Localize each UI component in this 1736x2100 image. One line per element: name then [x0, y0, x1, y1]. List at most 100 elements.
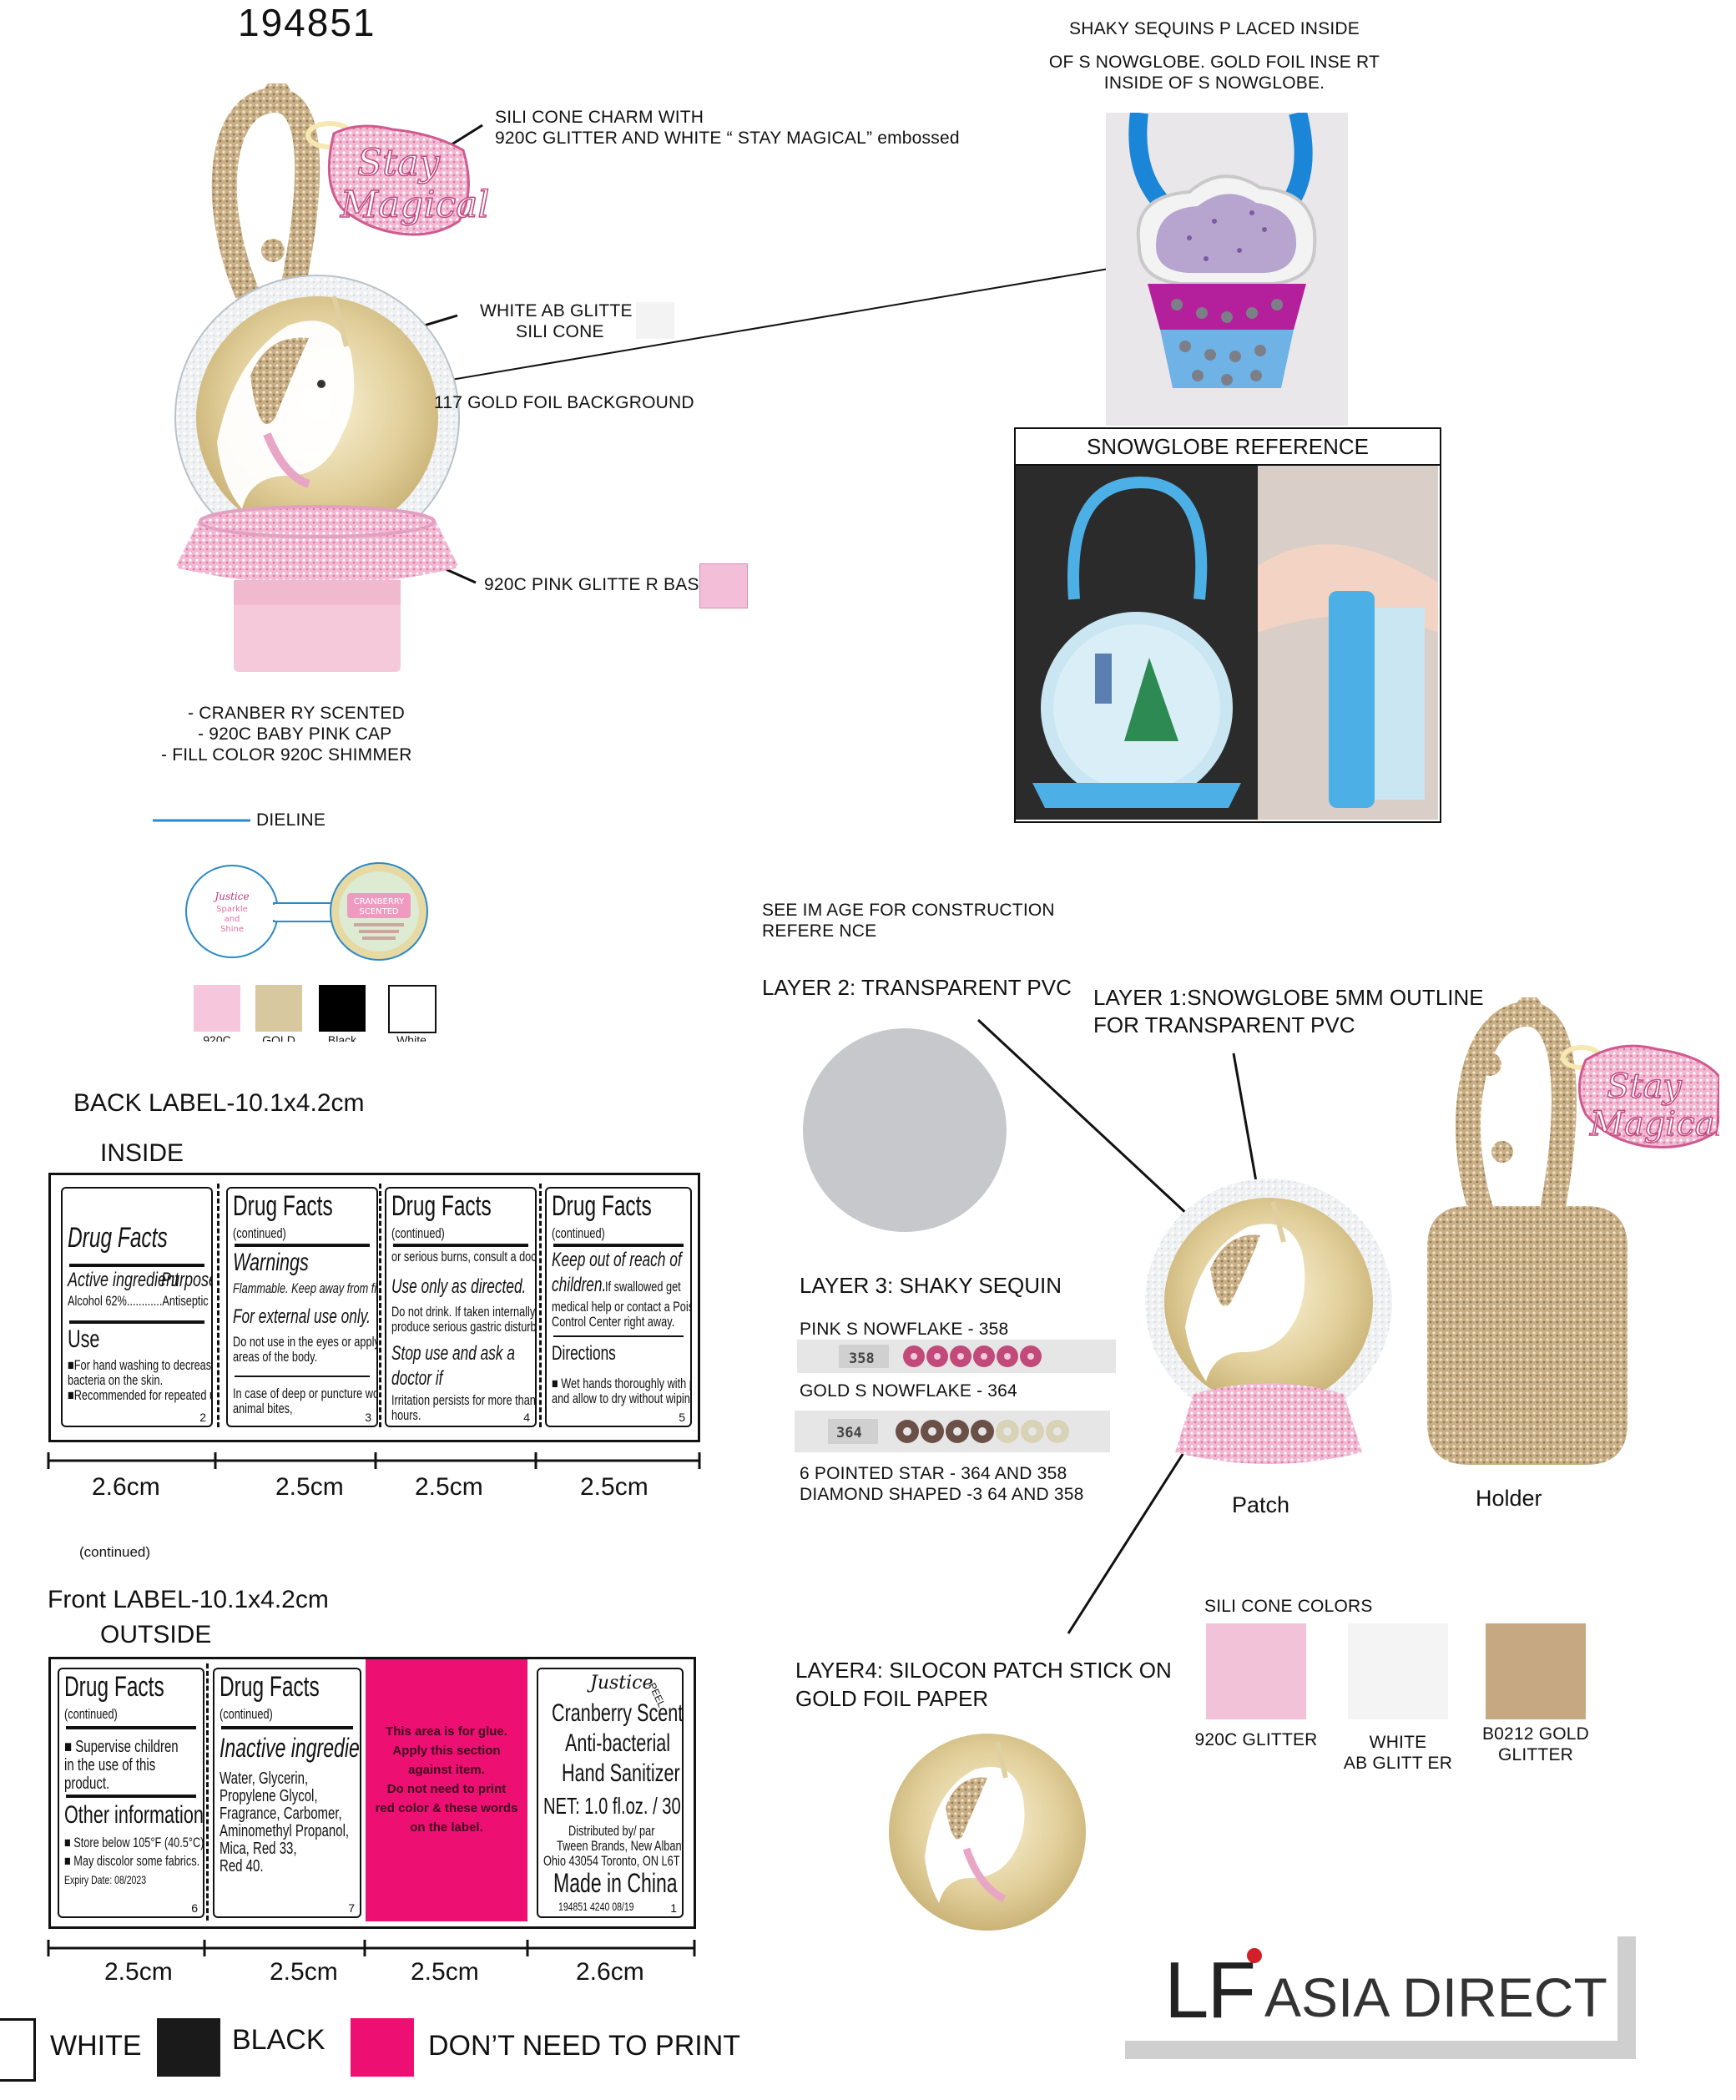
p2-title: Drug Facts	[68, 1222, 168, 1254]
back-dim-3: 2.5cm	[415, 1473, 483, 1501]
p6-sub: (continued)	[64, 1706, 118, 1722]
layer4-label-line1: LAYER4: SILOCON PATCH STICK ON	[795, 1658, 1172, 1683]
p3-warnings: Warnings	[233, 1249, 309, 1276]
gold-strip-number: 364	[836, 1425, 862, 1441]
sequins-note-line2: OF S NOWGLOBE. GOLD FOIL INSE RT	[1048, 53, 1380, 72]
p1-code: 194851 4240 08/19	[558, 1900, 634, 1913]
silicone-label-920c: 920C GLITTER	[1194, 1730, 1318, 1749]
p6-other: Other information	[64, 1801, 204, 1829]
holder-label: Holder	[1476, 1486, 1542, 1511]
spec-fill: - FILL COLOR 920C SHIMMER	[161, 745, 412, 765]
p7-title: Drug Facts	[220, 1671, 320, 1703]
silicone-colors-title: SILI CONE COLORS	[1204, 1597, 1373, 1616]
spec-cap: - 920C BABY PINK CAP	[198, 724, 392, 744]
p6-store-2: ■ May discolor some fabrics.	[64, 1853, 200, 1869]
pink-snowflake-label: PINK S NOWFLAKE - 358	[800, 1320, 1009, 1339]
p4-sub: (continued)	[391, 1225, 445, 1241]
glue-text-6: on the label.	[410, 1820, 483, 1835]
construction-note-line2: REFERE NCE	[762, 921, 877, 941]
logo-sidebar	[1617, 1936, 1636, 2059]
back-dim-1: 2.6cm	[92, 1473, 160, 1501]
mini-left-line2: Sparkle	[216, 905, 248, 914]
p4-title: Drug Facts	[391, 1190, 492, 1222]
dieline-label: DIELINE	[256, 810, 326, 830]
back-label-title: BACK LABEL-10.1x4.2cm	[73, 1089, 365, 1117]
swatch-label-black: Black	[327, 1033, 357, 1042]
p7-list-5: Mica, Red 33,	[220, 1840, 297, 1858]
swatch-white	[388, 985, 437, 1033]
legend-pink-label: DON’T NEED TO PRINT	[428, 2030, 741, 2062]
p1-line-2: Anti-bacterial	[565, 1729, 671, 1757]
p1-line-3: Hand Sanitizer	[562, 1759, 680, 1787]
layer1-label-line1: LAYER 1:SNOWGLOBE 5MM OUTLINE	[1093, 985, 1484, 1010]
star-shape-label: 6 POINTED STAR - 364 AND 358	[800, 1464, 1067, 1483]
swatch-label-white: White	[396, 1033, 426, 1042]
mini-left-brand: Justice	[212, 891, 249, 902]
glue-area: This area is for glue. Apply this sectio…	[366, 1659, 527, 1921]
legend-white-label: WHITE	[50, 2030, 142, 2062]
gold-foil-callout: 117 GOLD FOIL BACKGROUND	[434, 393, 694, 412]
legend-pink-swatch	[351, 2018, 414, 2077]
back-panel-3: Drug Facts (continued) Warnings Flammabl…	[226, 1187, 378, 1427]
snowglobe-reference-box: SNOWGLOBE REFERENCE	[1014, 427, 1441, 823]
p4-stop-1: Stop use and ask a	[391, 1342, 515, 1365]
p3-eyes-2: areas of the body.	[233, 1349, 318, 1365]
front-panel-6: Drug Facts (continued) ■ Supervise child…	[58, 1668, 204, 1918]
p5-title: Drug Facts	[552, 1190, 652, 1222]
p4-only: Use only as directed.	[391, 1275, 527, 1298]
p1-line-1: Cranberry Scented	[552, 1699, 684, 1727]
p1-dist-2: Tween Brands, New Albany	[557, 1838, 684, 1854]
legend-black-swatch	[157, 2018, 220, 2077]
patch-label: Patch	[1232, 1492, 1290, 1517]
layer4-label-line2: GOLD FOIL PAPER	[795, 1686, 989, 1711]
front-label: Drug Facts (continued) ■ Supervise child…	[48, 1657, 696, 1929]
p1-net: NET: 1.0 fl.oz. / 30 ml	[543, 1793, 682, 1819]
front-dim-4: 2.6cm	[576, 1958, 644, 1986]
p2-use-2: bacteria on the skin.	[68, 1372, 164, 1388]
p7-list-3: Fragrance, Carbomer,	[220, 1805, 342, 1823]
glue-text-2: Apply this section	[392, 1744, 501, 1758]
p3-number: 3	[365, 1411, 371, 1424]
p7-inactive: Inactive ingredients	[220, 1733, 360, 1763]
p5-help-1: medical help or contact a Poison	[552, 1299, 692, 1315]
front-dim-3: 2.5cm	[411, 1958, 479, 1986]
holder-charm-stay: Stay	[1607, 1068, 1683, 1106]
p7-list-1: Water, Glycerin,	[220, 1769, 309, 1788]
p6-sup-2: in the use of this	[64, 1756, 156, 1774]
p4-irr-2: hours.	[391, 1407, 421, 1423]
dieline-mini-label: Justice Sparkle and Shine CRANBERRY SCEN…	[185, 862, 428, 961]
front-dim-1: 2.5cm	[104, 1958, 173, 1986]
p6-store-1: ■ Store below 105°F (40.5°C).	[64, 1835, 204, 1850]
pvc-circle	[803, 1028, 1007, 1232]
swatch-label-920c: 920C	[203, 1033, 231, 1042]
p1-number: 1	[670, 1901, 677, 1915]
silicone-swatch-920c	[1206, 1623, 1306, 1719]
p6-sup-3: product.	[64, 1774, 110, 1793]
p2-use: Use	[68, 1325, 100, 1353]
p5-keep-tail: If swallowed get	[605, 1279, 681, 1295]
white-ab-callout-line2: SILI CONE	[516, 322, 604, 341]
product-illustration: Stay Magical	[174, 83, 490, 672]
p6-number: 6	[191, 1901, 198, 1915]
swatch-label-gold: GOLD	[262, 1033, 295, 1042]
swatch-black	[319, 985, 366, 1032]
back-dim-2: 2.5cm	[275, 1473, 344, 1501]
charm-text-magical: Magical	[340, 184, 489, 226]
p1-brand: Justice	[590, 1673, 654, 1694]
p1-dist-1: Distributed by/ par	[568, 1823, 655, 1839]
p6-sup-1: ■ Supervise children	[64, 1738, 179, 1756]
mini-left-line4: Shine	[220, 925, 244, 934]
mini-right-line2: SCENTED	[359, 907, 399, 916]
silicone-label-white-1: WHITE	[1369, 1733, 1427, 1752]
silicone-label-white-2: AB GLITT ER	[1343, 1754, 1453, 1773]
continued-note: (continued)	[79, 1544, 151, 1560]
back-panel-2: Drug Facts Active ingredient Purpose Alc…	[61, 1187, 213, 1427]
p5-directions: Directions	[552, 1342, 616, 1365]
p2-row: Alcohol 62%............Antiseptic	[68, 1293, 209, 1309]
layer2-label: LAYER 2: TRANSPARENT PVC	[762, 975, 1072, 1000]
back-panel-4: Drug Facts (continued) or serious burns,…	[385, 1187, 537, 1427]
glue-text-5: red color & these words	[375, 1801, 518, 1815]
pink-strip-number: 358	[849, 1350, 875, 1367]
swatch-920c	[194, 985, 240, 1032]
p2-number: 2	[199, 1411, 206, 1424]
